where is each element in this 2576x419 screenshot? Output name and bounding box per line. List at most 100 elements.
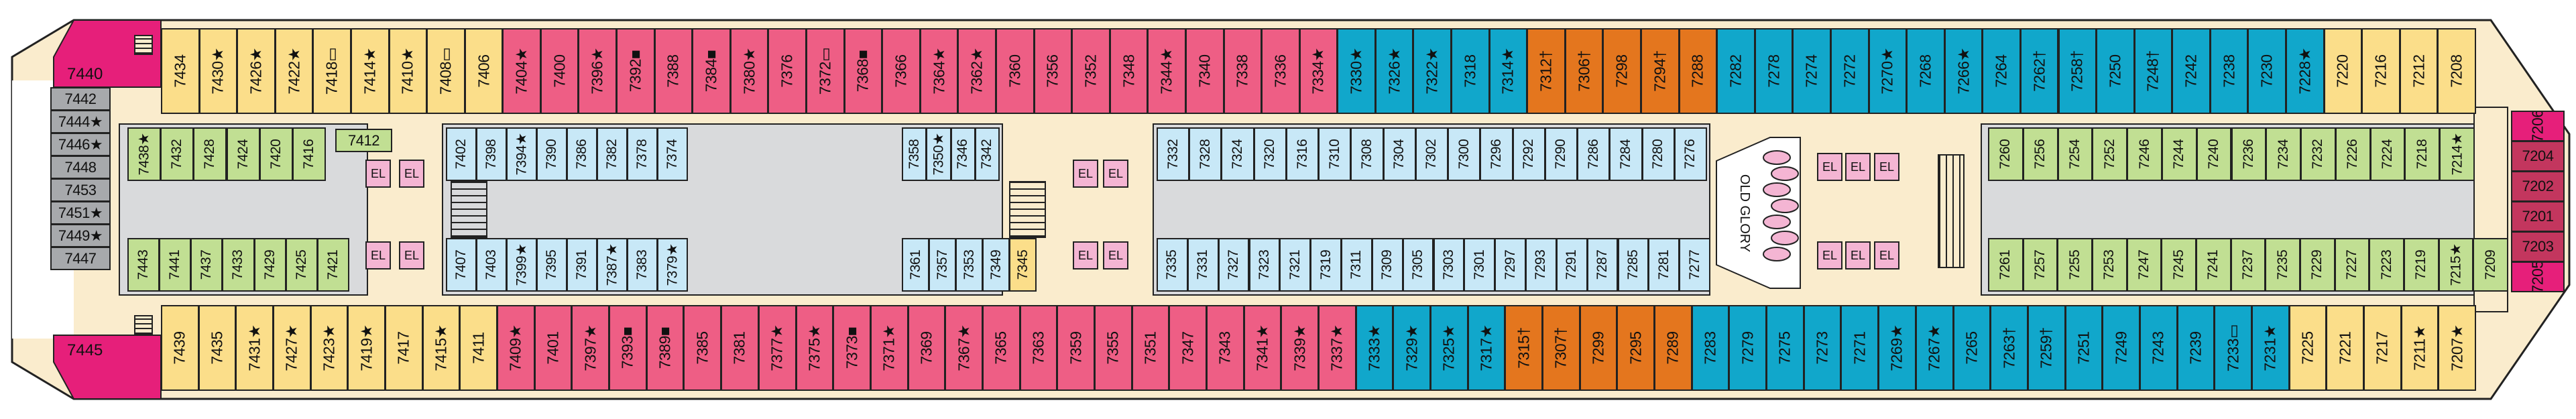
- cabin[interactable]: 7248†: [2133, 28, 2173, 114]
- cabin[interactable]: 7358: [902, 127, 927, 181]
- cabin[interactable]: 7360: [995, 28, 1035, 114]
- cabin[interactable]: 7324: [1221, 127, 1254, 181]
- cabin[interactable]: 7272: [1830, 28, 1869, 114]
- cabin[interactable]: 7337★: [1318, 305, 1356, 391]
- cabin[interactable]: 7443: [127, 238, 160, 292]
- cabin[interactable]: 7228★: [2286, 28, 2325, 114]
- cabin[interactable]: 7315†: [1505, 305, 1543, 391]
- cabin[interactable]: 7268: [1906, 28, 1945, 114]
- cabin[interactable]: 7277: [1679, 238, 1710, 292]
- cabin[interactable]: 7314★: [1488, 28, 1528, 114]
- cabin[interactable]: 7347: [1169, 305, 1207, 391]
- cabin[interactable]: 7270★: [1868, 28, 1908, 114]
- cabin[interactable]: 7262†: [2019, 28, 2059, 114]
- cabin[interactable]: 7216: [2361, 28, 2400, 114]
- cabin[interactable]: 7355: [1094, 305, 1132, 391]
- cabin[interactable]: 7264: [1982, 28, 2021, 114]
- cabin[interactable]: 7348: [1109, 28, 1149, 114]
- cabin[interactable]: 7387★: [597, 238, 628, 292]
- cabin[interactable]: 7237: [2230, 238, 2266, 292]
- cabin[interactable]: 7376: [768, 28, 807, 114]
- cabin[interactable]: 7368■: [843, 28, 883, 114]
- cabin[interactable]: 7419★: [347, 305, 386, 391]
- cabin[interactable]: 7397★: [571, 305, 610, 391]
- cabin[interactable]: 7240: [2196, 127, 2232, 181]
- cabin[interactable]: 7208: [2437, 28, 2476, 114]
- cabin[interactable]: 7410★: [388, 28, 428, 114]
- cabin[interactable]: 7350★: [926, 127, 951, 181]
- cabin[interactable]: 7402: [446, 127, 477, 181]
- cabin[interactable]: 7271: [1840, 305, 1879, 391]
- cabin[interactable]: 7392■: [616, 28, 655, 114]
- cabin[interactable]: 7232: [2300, 127, 2336, 181]
- cabin[interactable]: 7278: [1754, 28, 1794, 114]
- cabin[interactable]: 7209: [2473, 238, 2508, 292]
- cabin[interactable]: 7446★: [50, 133, 111, 156]
- cabin[interactable]: 7426★: [237, 28, 276, 114]
- cabin[interactable]: 7384■: [692, 28, 731, 114]
- cabin[interactable]: 7220: [2323, 28, 2363, 114]
- cabin[interactable]: 7201: [2511, 201, 2565, 232]
- cabin[interactable]: 7215★: [2438, 238, 2474, 292]
- cabin[interactable]: 7416: [292, 127, 326, 181]
- cabin[interactable]: 7312†: [1527, 28, 1566, 114]
- cabin[interactable]: 7369: [907, 305, 946, 391]
- cabin[interactable]: 7238: [2209, 28, 2249, 114]
- cabin[interactable]: 7433: [222, 238, 255, 292]
- cabin[interactable]: 7437: [190, 238, 223, 292]
- cabin[interactable]: 7258†: [2058, 28, 2097, 114]
- cabin[interactable]: 7223: [2369, 238, 2404, 292]
- cabin[interactable]: 7308: [1350, 127, 1384, 181]
- cabin[interactable]: 7411: [459, 305, 498, 391]
- cabin[interactable]: 7256: [2022, 127, 2058, 181]
- cabin[interactable]: 7349: [982, 238, 1010, 292]
- cabin[interactable]: 7204: [2511, 141, 2565, 172]
- cabin[interactable]: 7371★: [870, 305, 909, 391]
- cabin[interactable]: 7421: [316, 238, 349, 292]
- cabin[interactable]: 7289: [1654, 305, 1692, 391]
- cabin[interactable]: 7414★: [350, 28, 390, 114]
- cabin[interactable]: 7340: [1185, 28, 1224, 114]
- cabin[interactable]: 7328: [1189, 127, 1222, 181]
- cabin[interactable]: 7401: [534, 305, 573, 391]
- cabin[interactable]: 7281: [1648, 238, 1680, 292]
- cabin[interactable]: 7221: [2326, 305, 2364, 391]
- cabin[interactable]: 7306†: [1564, 28, 1604, 114]
- cabin[interactable]: 7293: [1525, 238, 1557, 292]
- cabin[interactable]: 7330★: [1337, 28, 1376, 114]
- cabin[interactable]: 7342: [974, 127, 1000, 181]
- cabin[interactable]: 7304: [1383, 127, 1416, 181]
- cabin[interactable]: 7284: [1609, 127, 1643, 181]
- cabin[interactable]: 7431★: [235, 305, 274, 391]
- cabin[interactable]: 7339★: [1281, 305, 1319, 391]
- cabin[interactable]: 7322★: [1413, 28, 1452, 114]
- cabin[interactable]: 7336: [1261, 28, 1300, 114]
- cabin[interactable]: 7408▭: [426, 28, 465, 114]
- cabin[interactable]: 7305: [1402, 238, 1434, 292]
- cabin[interactable]: 7242: [2172, 28, 2211, 114]
- cabin[interactable]: 7291: [1556, 238, 1588, 292]
- cabin[interactable]: 7294†: [1641, 28, 1680, 114]
- cabin[interactable]: 7310: [1318, 127, 1352, 181]
- cabin[interactable]: 7252: [2092, 127, 2128, 181]
- cabin[interactable]: 7449★: [50, 224, 111, 247]
- cabin[interactable]: 7234: [2266, 127, 2302, 181]
- cabin[interactable]: 7230: [2247, 28, 2287, 114]
- cabin[interactable]: 7329★: [1393, 305, 1431, 391]
- cabin[interactable]: 7388: [654, 28, 693, 114]
- cabin[interactable]: 7295: [1617, 305, 1655, 391]
- cabin[interactable]: 7427★: [273, 305, 311, 391]
- cabin[interactable]: 7319: [1310, 238, 1342, 292]
- cabin[interactable]: 7356: [1033, 28, 1073, 114]
- cabin[interactable]: 7217: [2363, 305, 2402, 391]
- cabin[interactable]: 7261: [1988, 238, 2024, 292]
- cabin[interactable]: 7432: [160, 127, 194, 181]
- cabin[interactable]: 7226: [2335, 127, 2371, 181]
- cabin[interactable]: 7422★: [274, 28, 314, 114]
- cabin[interactable]: 7346: [950, 127, 976, 181]
- cabin[interactable]: 7326★: [1374, 28, 1414, 114]
- cabin[interactable]: 7235: [2265, 238, 2300, 292]
- cabin[interactable]: 7351: [1131, 305, 1170, 391]
- cabin[interactable]: 7250: [2096, 28, 2135, 114]
- cabin[interactable]: 7380★: [729, 28, 769, 114]
